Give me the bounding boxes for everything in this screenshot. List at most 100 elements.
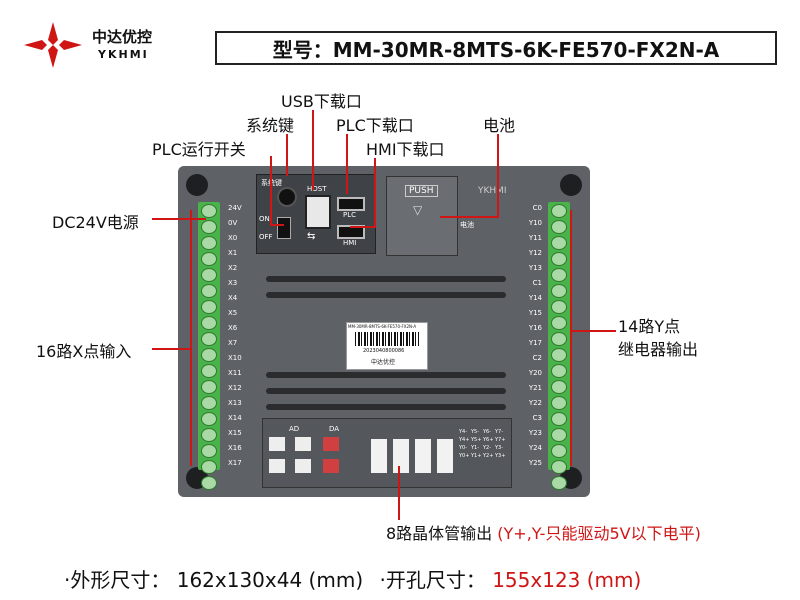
host-label: HOST	[307, 185, 327, 193]
transistor-connector[interactable]	[371, 439, 387, 473]
terminal-label: Y20	[528, 369, 542, 377]
label-y-outputs-2: 继电器输出	[618, 340, 699, 359]
left-terminal-strip	[198, 202, 220, 490]
terminal-label: Y24	[528, 444, 542, 452]
tr-label: Y0+	[459, 453, 470, 459]
terminal-label: X15	[228, 429, 242, 437]
terminal	[551, 316, 567, 330]
push-label: PUSH	[405, 185, 438, 197]
label-usb: USB下载口	[281, 92, 362, 111]
tr-label: Y5+	[471, 437, 482, 443]
label-y-outputs-1: 14路Y点	[618, 317, 681, 336]
usb-port[interactable]	[305, 195, 331, 229]
terminal	[201, 252, 217, 266]
callout-line	[374, 158, 376, 228]
label-transistor-note: (Y+,Y-只能驱动5V以下电平)	[497, 524, 701, 543]
transistor-connector[interactable]	[437, 439, 453, 473]
terminal	[551, 364, 567, 378]
tr-label: Y4-	[459, 429, 468, 435]
tr-label: Y7-	[495, 429, 504, 435]
callout-line	[270, 224, 284, 226]
terminal	[201, 476, 217, 490]
plc-port[interactable]	[337, 197, 365, 211]
terminal-label: Y14	[528, 294, 542, 302]
terminal	[201, 236, 217, 250]
terminal-label: Y11	[528, 234, 542, 242]
terminal-label: X10	[228, 354, 242, 362]
callout-line	[570, 210, 572, 466]
terminal	[551, 204, 567, 218]
terminal-label: X4	[228, 294, 238, 302]
label-sys-key: 系统键	[246, 116, 295, 135]
callout-line	[497, 134, 499, 218]
system-key-button[interactable]	[277, 187, 297, 207]
da-connector[interactable]	[323, 437, 339, 451]
arrow-down-icon: ▽	[413, 203, 423, 217]
terminal	[551, 444, 567, 458]
terminal	[201, 220, 217, 234]
barcode	[355, 332, 419, 346]
callout-line	[440, 216, 498, 218]
terminal	[201, 460, 217, 474]
label-dc24v: DC24V电源	[52, 213, 139, 232]
terminal	[201, 396, 217, 410]
terminal-label: X0	[228, 234, 238, 242]
terminal	[551, 380, 567, 394]
da-label: DA	[329, 425, 340, 433]
ad-connector[interactable]	[295, 437, 311, 451]
terminal-label: X6	[228, 324, 238, 332]
ad-connector[interactable]	[269, 459, 285, 473]
terminal	[201, 428, 217, 442]
terminal	[551, 284, 567, 298]
on-label: ON	[259, 215, 270, 223]
ad-connector[interactable]	[295, 459, 311, 473]
terminal-label: Y12	[528, 249, 542, 257]
terminal	[201, 332, 217, 346]
logo-cn: 中达优控	[92, 28, 153, 46]
model-title: 型号：MM-30MR-8MTS-6K-FE570-FX2N-A	[215, 31, 777, 65]
terminal-label: Y13	[528, 264, 542, 272]
terminal	[551, 396, 567, 410]
logo: 中达优控 YKHMI	[22, 20, 192, 70]
label-transistor: 8路晶体管输出 (Y+,Y-只能驱动5V以下电平)	[386, 520, 701, 544]
terminal	[551, 252, 567, 266]
product-sticker: MM-30MR-8MTS-6K-FE570-FX2N-A 20230408000…	[346, 322, 428, 370]
terminal-label: X2	[228, 264, 238, 272]
transistor-connector[interactable]	[415, 439, 431, 473]
off-label: OFF	[259, 233, 273, 241]
terminal	[201, 412, 217, 426]
label-plc-port: PLC下载口	[336, 116, 414, 135]
tr-label: Y4+	[459, 437, 470, 443]
terminal	[551, 220, 567, 234]
da-connector[interactable]	[323, 459, 339, 473]
terminal-label: Y10	[528, 219, 542, 227]
terminal	[201, 444, 217, 458]
ad-connector[interactable]	[269, 437, 285, 451]
terminal-label: X14	[228, 414, 242, 422]
terminal-label: X1	[228, 249, 238, 257]
label-plc-switch: PLC运行开关	[152, 140, 246, 159]
terminal-label: 24V	[228, 204, 242, 212]
vent-bottom	[266, 372, 506, 420]
tr-label: Y1-	[471, 445, 480, 451]
outer-size-value: 162x130x44 (mm)	[176, 568, 364, 592]
tr-label: Y1+	[471, 453, 482, 459]
tr-label: Y2+	[483, 453, 494, 459]
terminal-label: C2	[532, 354, 542, 362]
label-x-inputs: 16路X点输入	[36, 342, 132, 361]
tr-label: Y6-	[483, 429, 492, 435]
tr-label: Y3+	[495, 453, 506, 459]
terminal	[551, 428, 567, 442]
left-terminal-labels: 24V 0V X0 X1 X2 X3 X4 X5 X6 X7 X10 X11 X…	[228, 204, 258, 474]
terminal-label: Y22	[528, 399, 542, 407]
terminal-label: C3	[532, 414, 542, 422]
terminal-label: Y16	[528, 324, 542, 332]
terminal	[551, 412, 567, 426]
transistor-connector[interactable]	[393, 439, 409, 473]
cut-size-label: ·开孔尺寸：	[379, 568, 486, 592]
callout-line	[312, 110, 314, 190]
plc-run-switch[interactable]	[277, 217, 291, 239]
usb-icon: ⇆	[307, 231, 316, 242]
terminal	[201, 268, 217, 282]
terminal	[551, 348, 567, 362]
